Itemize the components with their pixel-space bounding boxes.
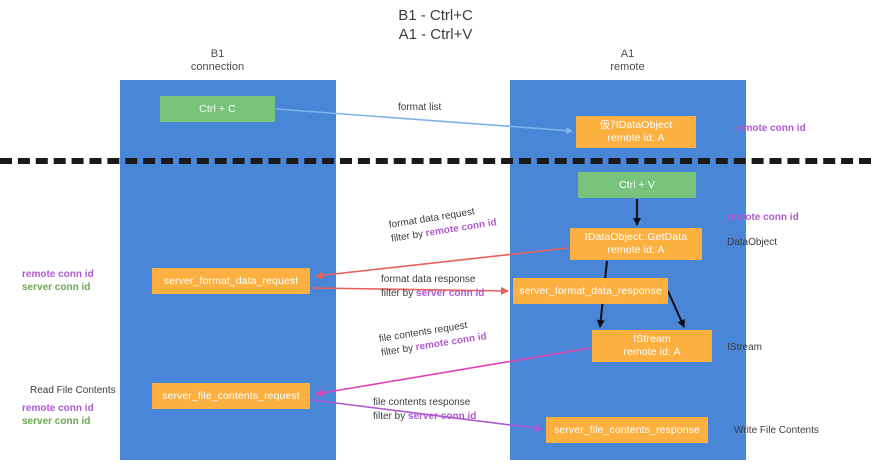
annotation-right-remote-conn-id-1: remote conn id: [734, 123, 806, 134]
flow-label-format-data-request: format data request filter by remote con…: [388, 202, 498, 246]
box-ctrl-c[interactable]: Ctrl + C: [160, 96, 275, 122]
box-server-file-contents-request-label: server_file_contents_request: [162, 389, 300, 402]
annotation-left-remote-conn-id-2: remote conn id: [22, 403, 94, 414]
phase-divider: [0, 158, 871, 164]
box-server-file-contents-response-label: server_file_contents_response: [554, 423, 700, 436]
column-header-a1-name: A1: [620, 48, 635, 60]
box-idataobject-getdata[interactable]: IDataObject::GetData remote id: A: [570, 228, 702, 260]
column-header-a1: A1 remote: [545, 48, 710, 74]
filter-key-4: server conn id: [408, 411, 477, 422]
flow-label-format-list-text: format list: [398, 102, 442, 113]
column-header-b1-name: B1: [210, 48, 225, 60]
filter-prefix-4: filter by: [373, 411, 409, 422]
box-idataobject-title: 仮ｱIDataObject: [599, 119, 673, 131]
box-idataobject[interactable]: 仮ｱIDataObject remote id: A: [576, 116, 696, 148]
page-title: B1 - Ctrl+C A1 - Ctrl+V: [0, 6, 871, 44]
annotation-right-write-file-contents: Write File Contents: [734, 425, 819, 436]
box-server-file-contents-response[interactable]: server_file_contents_response: [546, 417, 708, 443]
flow-label-format-data-response: format data response filter by server co…: [381, 273, 484, 301]
filter-key-2: server conn id: [416, 288, 485, 299]
box-getdata-remote-id: remote id: A: [607, 244, 665, 256]
box-server-file-contents-request[interactable]: server_file_contents_request: [152, 383, 310, 409]
flow-label-format-data-response-text: format data response: [381, 274, 476, 285]
box-istream-title: IStream: [633, 333, 671, 345]
filter-prefix-2: filter by: [381, 288, 417, 299]
flow-label-file-contents-response-text: file contents response: [373, 397, 471, 408]
flow-label-file-contents-response-filter: filter by server conn id: [373, 410, 476, 424]
title-line-1: B1 - Ctrl+C: [398, 7, 473, 24]
flow-label-file-contents-request: file contents request filter by remote c…: [378, 316, 488, 360]
annotation-left-server-conn-id-2: server conn id: [22, 416, 91, 427]
column-header-b1-role: connection: [190, 61, 245, 73]
title-line-2: A1 - Ctrl+V: [398, 26, 473, 43]
annotation-right-dataobject: DataObject: [727, 237, 778, 248]
box-istream[interactable]: IStream remote id: A: [592, 330, 712, 362]
annotation-right-remote-conn-id-2: remote conn id: [727, 212, 799, 223]
flow-label-format-data-response-filter: filter by server conn id: [381, 287, 484, 301]
flow-label-file-contents-response: file contents response filter by server …: [373, 396, 476, 424]
box-ctrl-v[interactable]: Ctrl + V: [578, 172, 696, 198]
box-idataobject-remote-id: remote id: A: [607, 132, 665, 144]
box-server-format-data-response[interactable]: server_format_data_response: [513, 278, 668, 304]
column-header-a1-role: remote: [610, 61, 645, 73]
box-server-format-data-request[interactable]: server_format_data_request: [152, 268, 310, 294]
column-header-b1: B1 connection: [135, 48, 300, 74]
flow-label-format-list: format list: [398, 101, 441, 115]
box-getdata-title: IDataObject::GetData: [584, 231, 688, 243]
box-server-format-data-request-label: server_format_data_request: [163, 274, 299, 287]
box-ctrl-v-label: Ctrl + V: [618, 178, 656, 191]
box-ctrl-c-label: Ctrl + C: [199, 102, 236, 115]
box-server-format-data-response-label: server_format_data_response: [519, 284, 662, 297]
annotation-right-istream: IStream: [727, 342, 763, 353]
box-istream-remote-id: remote id: A: [623, 346, 681, 358]
annotation-left-server-conn-id-1: server conn id: [22, 282, 91, 293]
annotation-left-read-file-contents: Read File Contents: [30, 385, 116, 396]
annotation-left-remote-conn-id-1: remote conn id: [22, 269, 94, 280]
